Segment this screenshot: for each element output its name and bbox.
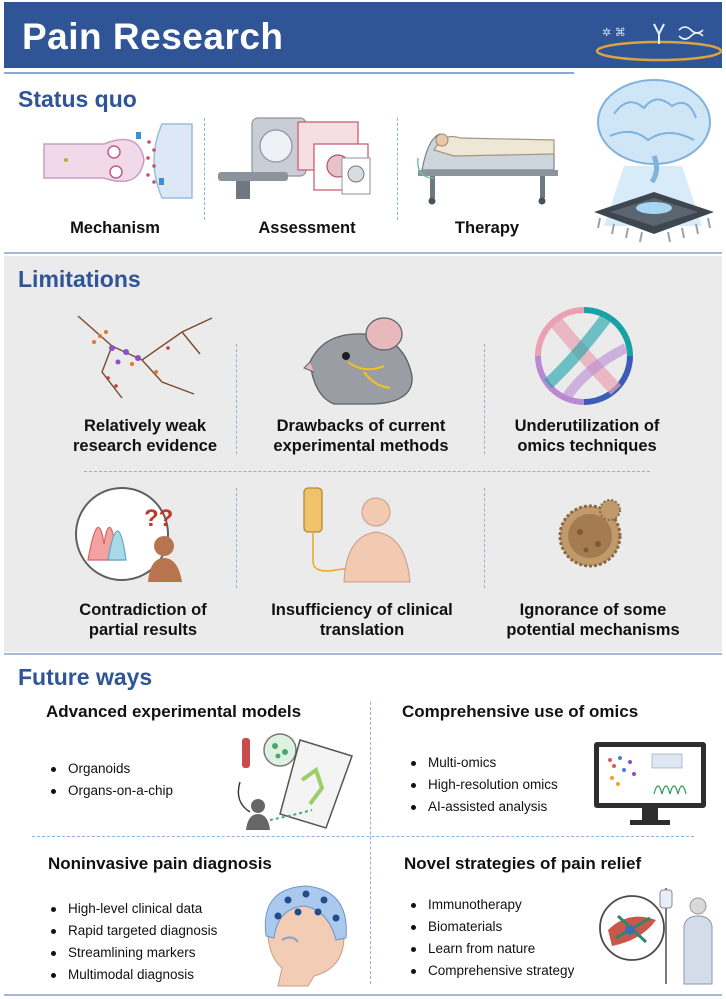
list-item: High-level clinical data — [48, 898, 217, 920]
microbe-illustration — [558, 499, 622, 568]
list-item: Comprehensive strategy — [408, 960, 574, 982]
future-ways-title: Future ways — [18, 664, 153, 690]
status-label-assessment: Assessment — [258, 219, 356, 237]
list-item: AI-assisted analysis — [408, 796, 558, 818]
eeg-cap-illustration — [264, 885, 347, 987]
future-block-models-title: Advanced experimental models — [46, 702, 302, 721]
status-quo-title: Status quo — [18, 86, 137, 112]
ai-ring-icon: ✲ ⌘ — [595, 23, 723, 62]
svg-text:✲ ⌘: ✲ ⌘ — [602, 26, 626, 39]
chord-diagram-illustration — [535, 307, 633, 405]
status-bottom-rule — [4, 252, 722, 254]
list-item: Immunotherapy — [408, 894, 574, 916]
list-item: Multimodal diagnosis — [48, 964, 217, 986]
synapse-illustration — [43, 123, 193, 199]
limit-label-omics-line1: Underutilization of — [514, 417, 660, 435]
limit-label-translation-line1: Insufficiency of clinical — [271, 601, 453, 619]
list-item: Learn from nature — [408, 938, 574, 960]
list-item: Streamlining markers — [48, 942, 217, 964]
status-label-therapy: Therapy — [454, 219, 520, 237]
footer-rule — [4, 994, 722, 996]
list-item: Multi-omics — [408, 752, 558, 774]
list-item: Biomaterials — [408, 916, 574, 938]
limit-label-omics-line2: omics techniques — [517, 437, 657, 455]
limit-label-translation-line2: translation — [319, 621, 405, 639]
future-block-diagnosis-list: High-level clinical data Rapid targeted … — [48, 898, 217, 986]
limit-label-contradiction: Contradiction of partial results — [50, 600, 236, 640]
hospital-bed-illustration — [417, 133, 558, 205]
limit-label-contradiction-line2: partial results — [88, 621, 198, 639]
limit-divider-h — [84, 471, 650, 472]
future-divider-v — [370, 702, 371, 984]
brain-chip-illustration — [594, 79, 714, 243]
limit-label-weak-evidence: Relatively weak research evidence — [52, 416, 238, 456]
future-block-diagnosis-title: Noninvasive pain diagnosis — [48, 854, 272, 873]
limit-label-weak-evidence-line1: Relatively weak — [84, 417, 206, 435]
limit-label-drawbacks-line1: Drawbacks of current — [276, 417, 446, 435]
contradiction-illustration: ?? — [75, 487, 182, 582]
future-block-relief-list: Immunotherapy Biomaterials Learn from na… — [408, 894, 574, 982]
limit-label-drawbacks: Drawbacks of current experimental method… — [256, 416, 466, 456]
list-item: Organoids — [48, 758, 173, 780]
future-block-omics-title: Comprehensive use of omics — [402, 702, 639, 721]
future-divider-h — [32, 836, 694, 837]
future-block-models-list: Organoids Organs-on-a-chip — [48, 758, 173, 802]
mri-scanner-illustration — [218, 117, 371, 199]
status-label-mechanism: Mechanism — [70, 219, 160, 237]
limit-label-mechanisms: Ignorance of some potential mechanisms — [482, 600, 704, 640]
limit-label-mechanisms-line1: Ignorance of some — [519, 601, 667, 619]
status-divider-2 — [397, 118, 398, 220]
limit-divider-v3 — [236, 488, 237, 588]
limit-divider-v4 — [484, 488, 485, 588]
limitations-bottom-rule — [4, 653, 722, 655]
page-title: Pain Research — [22, 16, 284, 57]
limit-label-weak-evidence-line2: research evidence — [72, 437, 217, 455]
future-block-relief-title: Novel strategies of pain relief — [404, 854, 642, 873]
limitations-title: Limitations — [18, 266, 141, 292]
biomaterial-patient-illustration — [599, 888, 713, 985]
svg-text:??: ?? — [144, 505, 173, 532]
neuron-network-illustration — [77, 315, 213, 399]
limit-label-contradiction-line1: Contradiction of — [79, 601, 207, 619]
future-block-omics-list: Multi-omics High-resolution omics AI-ass… — [408, 752, 558, 818]
limit-label-translation: Insufficiency of clinical translation — [250, 600, 474, 640]
header-banner: Pain Research ✲ ⌘ — [4, 2, 723, 68]
limit-label-omics: Underutilization of omics techniques — [498, 416, 676, 456]
list-item: High-resolution omics — [408, 774, 558, 796]
list-item: Rapid targeted diagnosis — [48, 920, 217, 942]
organoid-cycle-illustration — [237, 733, 353, 830]
limit-label-mechanisms-line2: potential mechanisms — [506, 621, 680, 639]
limit-divider-v2 — [484, 344, 485, 454]
list-item: Organs-on-a-chip — [48, 780, 173, 802]
header-underline — [4, 72, 574, 74]
limit-divider-v1 — [236, 344, 237, 454]
clinical-iv-illustration — [303, 487, 411, 583]
status-divider-1 — [204, 118, 205, 220]
limit-label-drawbacks-line2: experimental methods — [273, 437, 449, 455]
monitor-omics-illustration — [594, 742, 706, 825]
rat-illustration — [303, 317, 413, 405]
